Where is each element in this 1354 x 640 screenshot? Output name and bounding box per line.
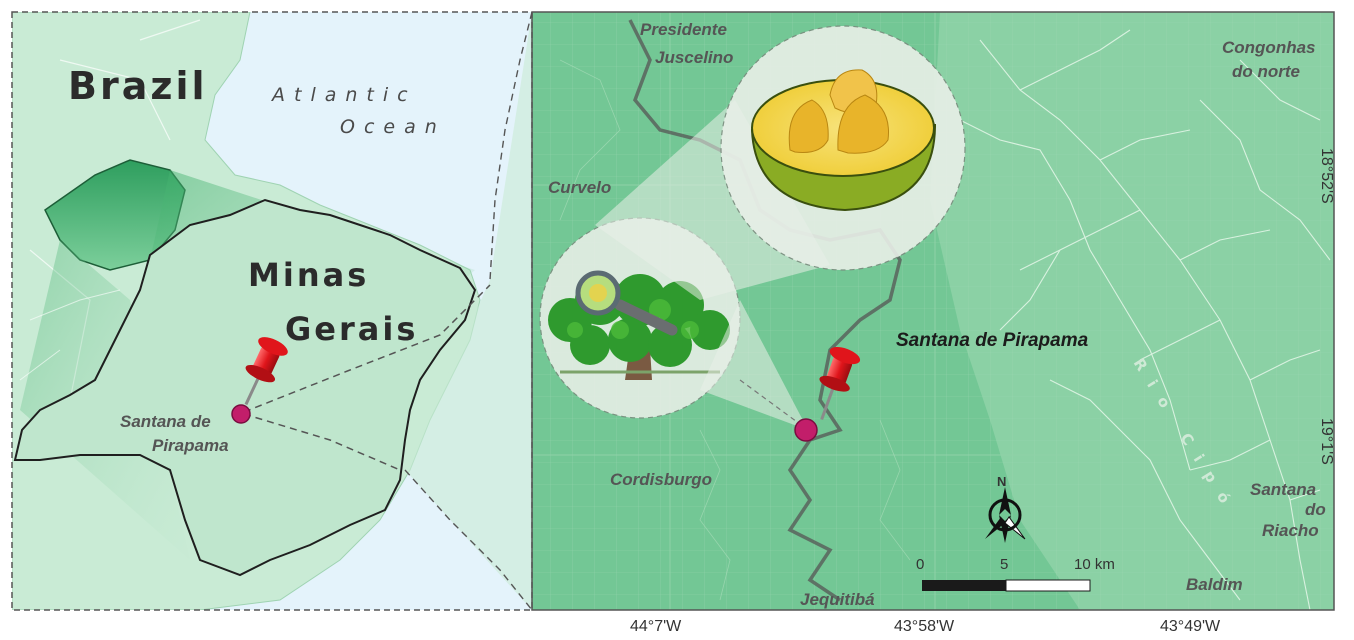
scale-label-10km: 10 km <box>1074 556 1115 573</box>
town-baldim: Baldim <box>1186 575 1243 594</box>
inset-map <box>12 12 532 610</box>
town-cordisburgo: Cordisburgo <box>610 470 712 489</box>
town-jequitiba: Jequitibá <box>800 590 875 609</box>
inset-site-marker <box>231 404 251 424</box>
latitude-tick-1: 18°52'S <box>1318 148 1335 204</box>
longitude-tick-3: 43°49'W <box>1160 618 1221 635</box>
inset-site-label-line2: Pirapama <box>152 436 229 455</box>
inset-site-label-line1: Santana de <box>120 412 211 431</box>
longitude-tick-1: 44°7'W <box>630 618 682 635</box>
town-santana-riacho-line3: Riacho <box>1262 521 1319 540</box>
town-santana-riacho-line2: do <box>1305 500 1326 519</box>
town-presidente-juscelino-line1: Presidente <box>640 20 727 39</box>
town-santana-riacho-line1: Santana <box>1250 480 1317 499</box>
latitude-tick-2: 19°1'S <box>1318 418 1335 465</box>
country-label: Brazil <box>68 64 208 108</box>
state-label-line1: Minas <box>248 256 370 294</box>
inset-pushpin-icon <box>244 337 288 406</box>
detail-site-marker <box>794 418 818 442</box>
scale-bar <box>922 579 1091 592</box>
ocean-label-line2: Ocean <box>340 116 446 138</box>
town-congonhas-line1: Congonhas <box>1222 38 1316 57</box>
detail-pushpin-icon <box>819 347 861 420</box>
town-curvelo: Curvelo <box>548 178 612 197</box>
state-label-line2: Gerais <box>285 310 419 348</box>
scale-label-5: 5 <box>1000 556 1009 573</box>
north-label: N <box>997 474 1007 489</box>
minas-gerais-outline <box>13 198 477 577</box>
longitude-tick-2: 43°58'W <box>894 618 955 635</box>
fruit-bubble <box>720 25 966 271</box>
fruit-icon <box>750 69 937 212</box>
municipal-boundary <box>628 19 902 602</box>
scale-label-0: 0 <box>916 556 925 573</box>
magnifier-icon <box>575 270 678 336</box>
ocean-label-line1: Atlantic <box>272 84 417 106</box>
north-arrow-icon <box>985 487 1026 543</box>
detail-site-label: Santana de Pirapama <box>896 330 1089 351</box>
town-presidente-juscelino-line2: Juscelino <box>655 48 734 67</box>
town-congonhas-line2: do norte <box>1232 62 1300 81</box>
river-network <box>959 29 1331 610</box>
